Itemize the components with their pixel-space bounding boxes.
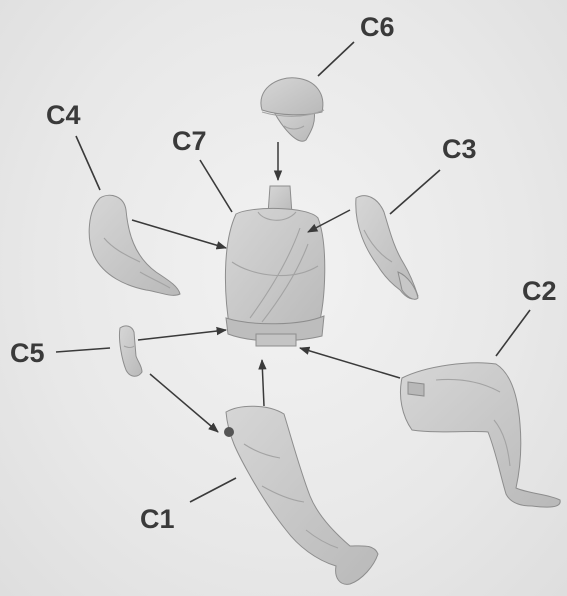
- label-c7: C7: [172, 126, 207, 156]
- label-c5: C5: [10, 338, 45, 368]
- small-part-c5: [119, 326, 142, 376]
- leg-part-c1: [224, 406, 378, 584]
- label-c3: C3: [442, 134, 477, 164]
- arm-part-c3: [356, 196, 418, 300]
- leader-c6: [318, 42, 354, 76]
- leader-c1: [190, 478, 236, 502]
- arrow-c1-to-c7: [262, 360, 264, 406]
- torso-part-c7: [225, 186, 324, 346]
- arm-part-c4: [89, 195, 180, 295]
- leader-c7: [200, 160, 232, 212]
- arrow-c4-to-c7: [132, 220, 226, 248]
- arrow-c5-to-c7: [138, 330, 226, 340]
- label-c6: C6: [360, 12, 395, 42]
- arrow-c5-to-c1: [150, 374, 218, 432]
- arrow-c2-to-c7: [300, 348, 400, 378]
- leader-c4: [76, 136, 100, 190]
- leader-c3: [390, 170, 440, 214]
- leg-part-c2: [400, 363, 560, 507]
- head-part-c6: [261, 78, 324, 141]
- leader-c2: [496, 310, 530, 356]
- label-c2: C2: [522, 276, 557, 306]
- label-c1: C1: [140, 504, 175, 534]
- leader-c5: [56, 348, 110, 352]
- label-c4: C4: [46, 100, 81, 130]
